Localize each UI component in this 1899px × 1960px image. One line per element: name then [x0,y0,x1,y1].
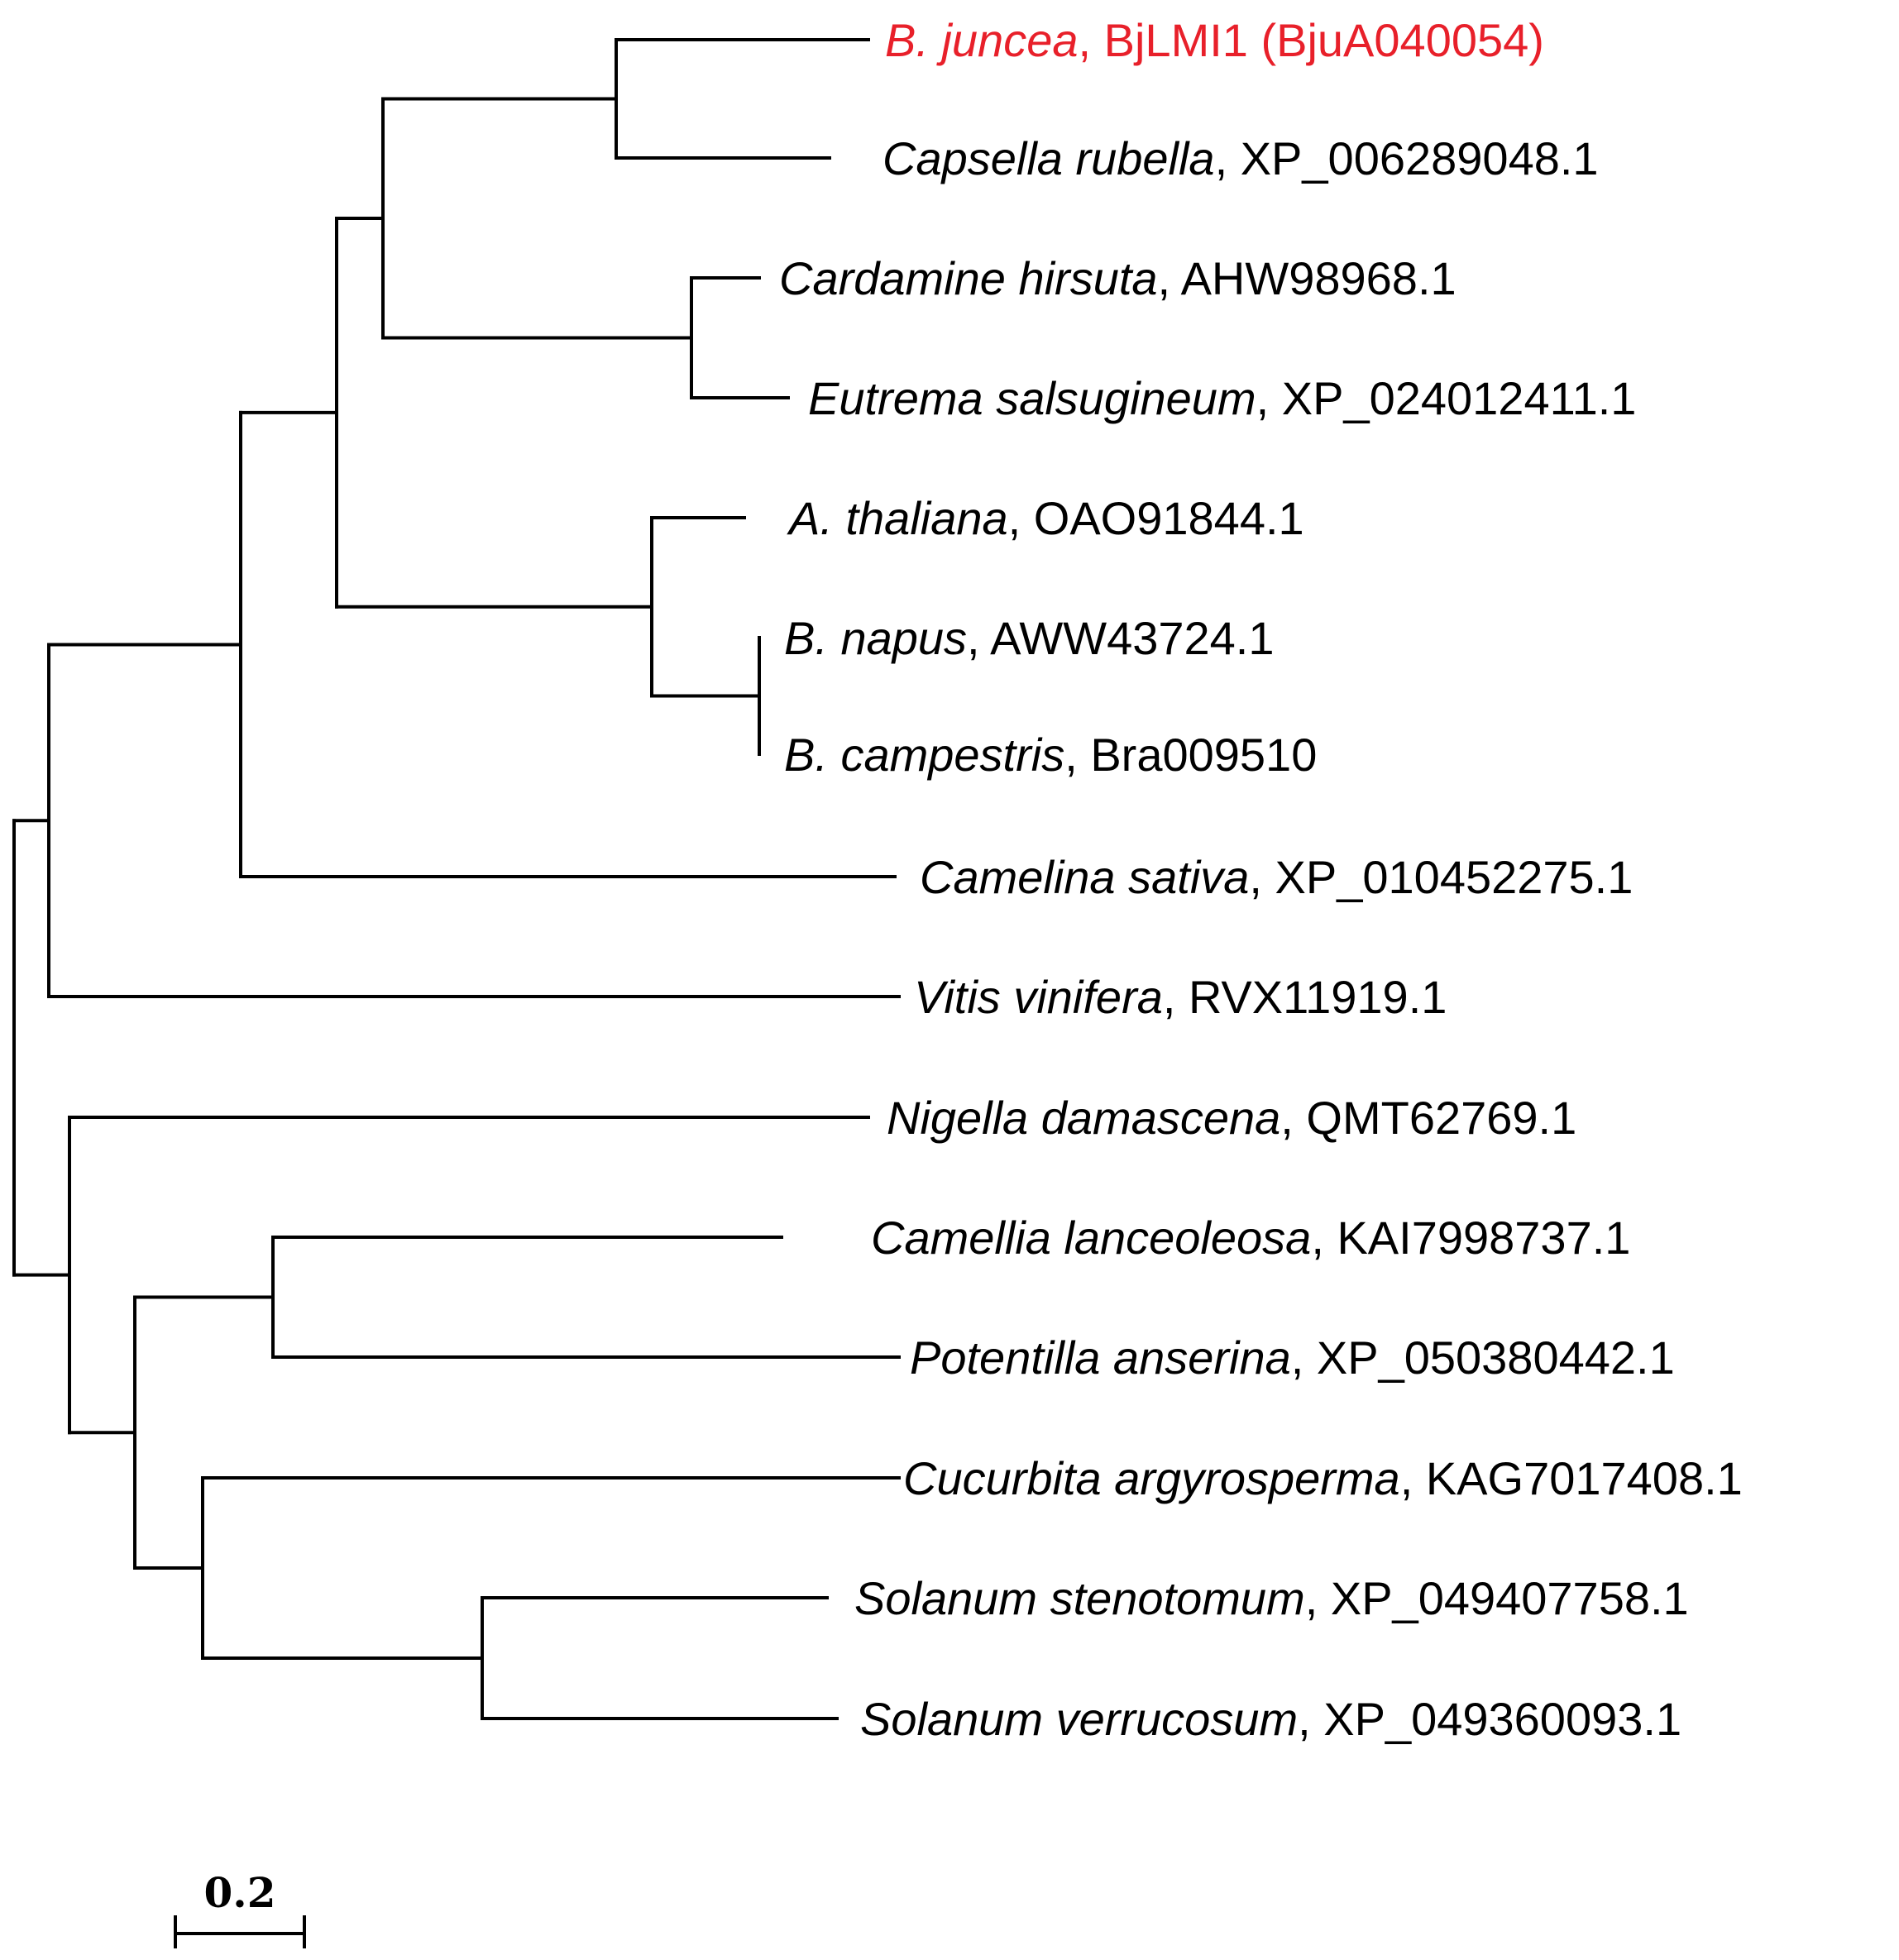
leaf-species-bjuncea: B. juncea [885,14,1079,66]
leaf-label-solverrucosum: Solanum verrucosum, XP_049360093.1 [860,1693,1681,1745]
leaf-accession-eutrema: XP_024012411.1 [1282,372,1637,424]
leaf-species-camellia: Camellia lanceoleosa [871,1212,1311,1264]
leaf-accession-cucurbita: KAG7017408.1 [1426,1452,1743,1504]
leaf-accession-cardamine: AHW98968.1 [1181,252,1457,304]
leaf-label-solstenotomum: Solanum stenotomum, XP_049407758.1 [854,1572,1689,1624]
leaf-label-bcampestris: B. campestris, Bra009510 [784,729,1317,781]
leaf-label-eutrema: Eutrema salsugineum, XP_024012411.1 [808,372,1636,424]
leaf-accession-camellia: KAI7998737.1 [1337,1212,1630,1264]
leaf-accession-vitis: RVX11919.1 [1189,971,1447,1023]
leaf-species-athaliana: A. thaliana [787,492,1008,544]
leaf-species-bnapus: B. napus [784,612,967,664]
leaf-species-potentilla: Potentilla anserina [910,1331,1291,1384]
tree-branches [12,38,901,1720]
leaf-species-vitis: Vitis vinifera [914,971,1163,1023]
leaf-accession-camelina: XP_010452275.1 [1275,851,1634,903]
leaf-label-camelina: Camelina sativa, XP_010452275.1 [920,851,1633,903]
leaf-labels: B. juncea, BjLMI1 (BjuA040054) Capsella r… [779,14,1743,1745]
leaf-species-nigella: Nigella damascena [887,1092,1280,1144]
leaf-label-potentilla: Potentilla anserina, XP_050380442.1 [910,1331,1675,1384]
leaf-label-bjuncea: B. juncea, BjLMI1 (BjuA040054) [885,14,1544,66]
leaf-species-cucurbita: Cucurbita argyrosperma [903,1452,1400,1504]
leaf-species-eutrema: Eutrema salsugineum [808,372,1256,424]
scale-bar-line [174,1915,306,1948]
leaf-accession-capsella: XP_006289048.1 [1241,132,1599,184]
leaf-accession-nigella: QMT62769.1 [1306,1092,1576,1144]
leaf-species-camelina: Camelina sativa [920,851,1249,903]
leaf-species-bcampestris: B. campestris [784,729,1064,781]
leaf-label-cucurbita: Cucurbita argyrosperma, KAG7017408.1 [903,1452,1743,1504]
leaf-label-nigella: Nigella damascena, QMT62769.1 [887,1092,1576,1144]
leaf-accession-solverrucosum: XP_049360093.1 [1323,1693,1681,1745]
leaf-species-solstenotomum: Solanum stenotomum [854,1572,1305,1624]
leaf-label-camellia: Camellia lanceoleosa, KAI7998737.1 [871,1212,1630,1264]
leaf-label-vitis: Vitis vinifera, RVX11919.1 [914,971,1447,1023]
leaf-accession-bnapus: AWW43724.1 [990,612,1274,664]
leaf-accession-potentilla: XP_050380442.1 [1317,1331,1675,1384]
leaf-accession-solstenotomum: XP_049407758.1 [1331,1572,1689,1624]
leaf-label-capsella: Capsella rubella, XP_006289048.1 [883,132,1599,184]
leaf-label-cardamine: Cardamine hirsuta, AHW98968.1 [779,252,1457,304]
leaf-accession-bjuncea: BjLMI1 (BjuA040054) [1104,14,1544,66]
scale-bar-label: 0.2 [204,1868,276,1917]
leaf-species-cardamine: Cardamine hirsuta [779,252,1158,304]
leaf-species-capsella: Capsella rubella [883,132,1215,184]
scale-bar: 0.2 [174,1868,306,1948]
leaf-label-athaliana: A. thaliana, OAO91844.1 [787,492,1304,544]
leaf-accession-athaliana: OAO91844.1 [1034,492,1304,544]
leaf-accession-bcampestris: Bra009510 [1090,729,1317,781]
leaf-label-bnapus: B. napus, AWW43724.1 [784,612,1275,664]
leaf-species-solverrucosum: Solanum verrucosum [860,1693,1298,1745]
